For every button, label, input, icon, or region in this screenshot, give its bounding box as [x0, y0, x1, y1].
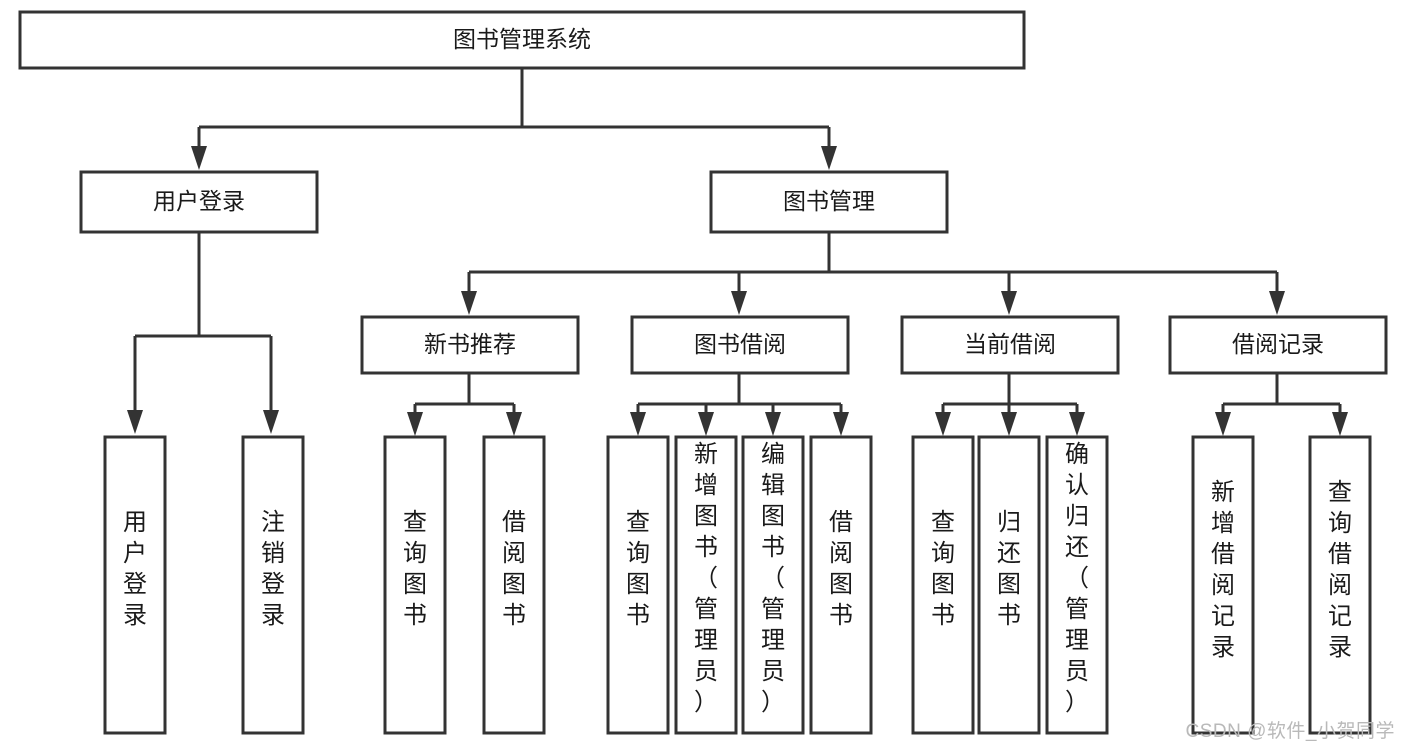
arrow-to-leaf [630, 412, 646, 436]
arrow-to-borrow-record [1269, 291, 1285, 315]
arrow-to-user-login [191, 146, 207, 170]
node-book-borrow-label: 图书借阅 [694, 331, 786, 357]
leaf-label: 查询图书 [931, 509, 955, 629]
leaf-book-borrow-3[interactable]: 借阅图书 [809, 435, 873, 735]
arrow-to-leaf [1332, 412, 1348, 436]
node-root-label: 图书管理系统 [453, 26, 591, 52]
connector-group-user-login [127, 232, 279, 434]
node-user-login[interactable]: 用户登录 [79, 170, 319, 234]
node-book-borrow[interactable]: 图书借阅 [630, 315, 850, 375]
leaf-borrow-record-1[interactable]: 查询借阅记录 [1308, 435, 1372, 735]
leaf-label: 编辑图书（管理员） [761, 441, 785, 716]
leaf-label: 确认归还（管理员） [1065, 441, 1089, 716]
leaf-label: 新增借阅记录 [1211, 479, 1235, 661]
node-book-manage[interactable]: 图书管理 [709, 170, 949, 234]
leaf-borrow-record-0[interactable]: 新增借阅记录 [1191, 435, 1255, 735]
leaf-label: 注销登录 [261, 509, 285, 629]
leaf-label: 新增图书（管理员） [694, 441, 718, 716]
leaf-book-borrow-2[interactable]: 编辑图书（管理员） [741, 435, 805, 735]
leaf-user-login-1[interactable]: 注销登录 [241, 435, 305, 735]
arrow-to-leaf [698, 412, 714, 436]
arrow-to-leaf [1215, 412, 1231, 436]
node-borrow-record-label: 借阅记录 [1232, 331, 1324, 357]
arrow-to-leaf [506, 412, 522, 436]
node-user-login-label: 用户登录 [153, 188, 245, 214]
leaf-current-borrow-1[interactable]: 归还图书 [977, 435, 1041, 735]
node-new-book-recommend[interactable]: 新书推荐 [360, 315, 580, 375]
arrow-to-leaf [127, 410, 143, 434]
arrow-to-leaf [765, 412, 781, 436]
arrow-to-current-borrow [1001, 291, 1017, 315]
connector-group-book-borrow [630, 373, 849, 436]
connector-group-root [191, 68, 837, 170]
connector-group-new-book-recommend [407, 373, 522, 436]
node-root-system[interactable]: 图书管理系统 [18, 10, 1026, 70]
arrow-to-leaf [1001, 412, 1017, 436]
leaf-new-book-recommend-0[interactable]: 查询图书 [383, 435, 447, 735]
leaf-book-borrow-1[interactable]: 新增图书（管理员） [674, 435, 738, 735]
node-current-borrow-label: 当前借阅 [964, 331, 1056, 357]
leaf-label: 借阅图书 [502, 509, 526, 629]
connector-group-book-manage [461, 232, 1285, 315]
leaf-label: 查询借阅记录 [1328, 479, 1352, 661]
leaf-book-borrow-0[interactable]: 查询图书 [606, 435, 670, 735]
leaf-label: 借阅图书 [829, 509, 853, 629]
leaf-label: 查询图书 [403, 509, 427, 629]
arrow-to-leaf [833, 412, 849, 436]
node-borrow-record[interactable]: 借阅记录 [1168, 315, 1388, 375]
arrow-to-leaf [1069, 412, 1085, 436]
arrow-to-leaf [935, 412, 951, 436]
arrow-to-new-book [461, 291, 477, 315]
leaf-current-borrow-2[interactable]: 确认归还（管理员） [1045, 435, 1109, 735]
node-book-manage-label: 图书管理 [783, 188, 875, 214]
arrow-to-book-manage [821, 146, 837, 170]
node-current-borrow[interactable]: 当前借阅 [900, 315, 1120, 375]
leaf-user-login-0[interactable]: 用户登录 [103, 435, 167, 735]
node-new-book-recommend-label: 新书推荐 [424, 331, 516, 357]
arrow-to-book-borrow [731, 291, 747, 315]
leaf-label: 归还图书 [997, 509, 1021, 629]
leaf-label: 查询图书 [626, 509, 650, 629]
arrow-to-leaf [263, 410, 279, 434]
leaf-label: 用户登录 [123, 509, 147, 629]
connector-group-borrow-record [1215, 373, 1348, 436]
arrow-to-leaf [407, 412, 423, 436]
leaf-current-borrow-0[interactable]: 查询图书 [911, 435, 975, 735]
leaf-new-book-recommend-1[interactable]: 借阅图书 [482, 435, 546, 735]
connector-group-current-borrow [935, 373, 1085, 436]
